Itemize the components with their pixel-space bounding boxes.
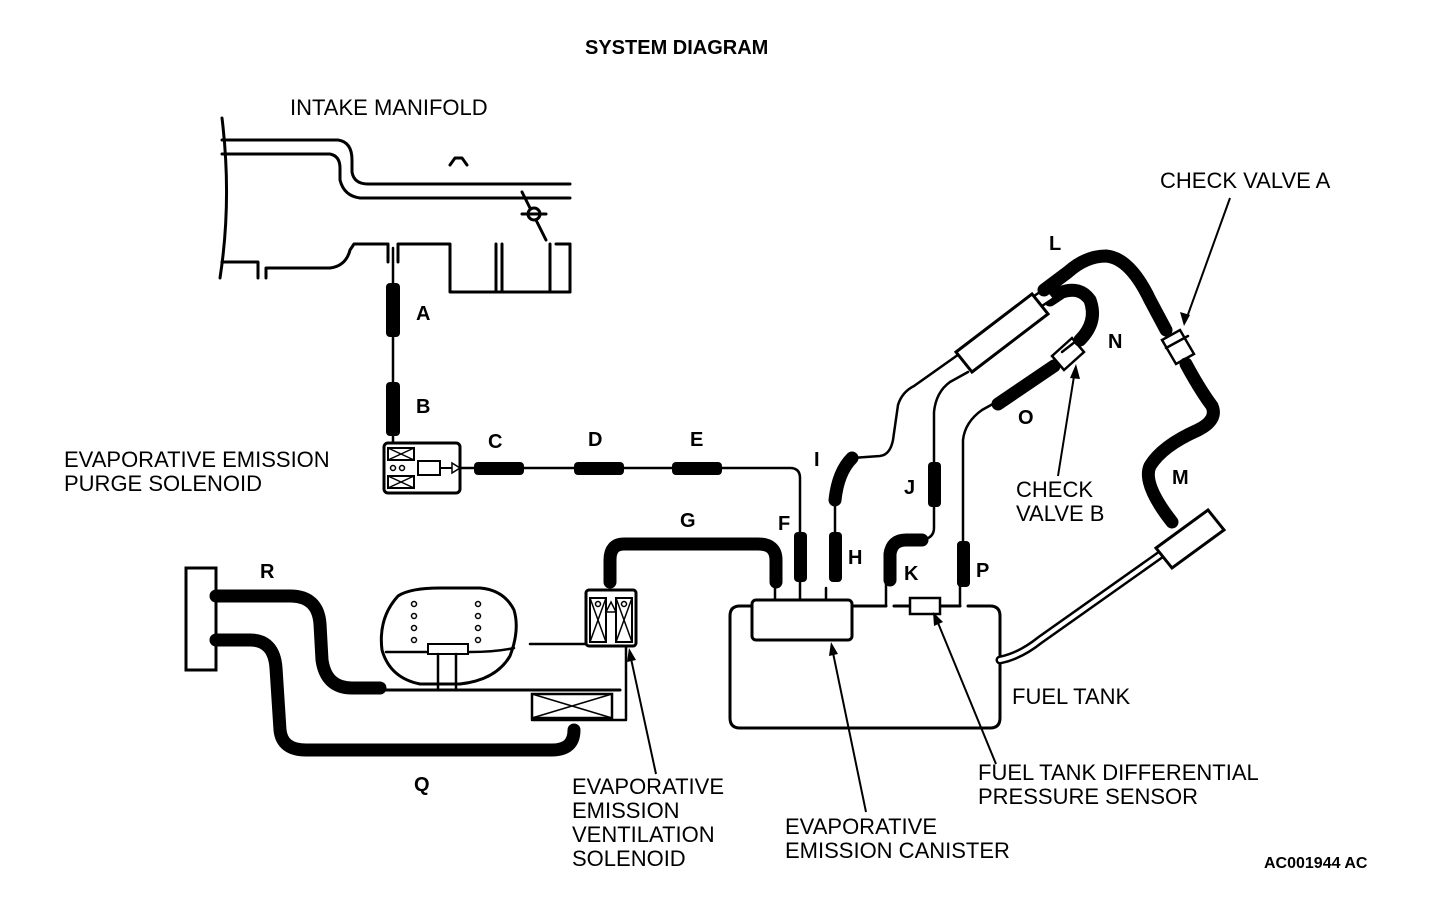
- hose-label-b: B: [416, 396, 430, 418]
- hose-label-j: J: [904, 477, 915, 499]
- hose-label-g: G: [680, 510, 696, 532]
- hose-label-e: E: [690, 429, 703, 451]
- hose-label-n: N: [1108, 331, 1122, 353]
- hose-c: [474, 462, 524, 475]
- hose-q: [209, 633, 581, 757]
- hose-label-i: I: [814, 449, 820, 471]
- hose-a: [386, 283, 400, 337]
- hose-n: [1043, 283, 1099, 347]
- hose-label-m: M: [1172, 467, 1189, 489]
- air-filter-housing: [379, 586, 518, 692]
- hose-label-p: P: [976, 560, 989, 582]
- check-valve-b-label-2: VALVE B: [1016, 501, 1104, 526]
- pressure-sensor-label-2: PRESSURE SENSOR: [978, 784, 1198, 809]
- filter-box: [378, 688, 622, 720]
- diagram-title: SYSTEM DIAGRAM: [585, 37, 768, 59]
- hose-label-c: C: [488, 431, 502, 453]
- hose-l: [1037, 249, 1173, 337]
- hose-m: [1141, 357, 1220, 529]
- hose-e: [672, 462, 722, 475]
- air-inlet-block: [184, 566, 218, 672]
- figure-code: AC001944 AC: [1264, 855, 1368, 872]
- evaporative-emission-canister: [750, 580, 854, 642]
- hose-k: [883, 533, 929, 587]
- fuel-tank-label: FUEL TANK: [1012, 684, 1131, 709]
- check-valve-a-label: CHECK VALVE A: [1160, 168, 1331, 193]
- purge-solenoid-label-1: EVAPORATIVE EMISSION: [64, 447, 330, 472]
- hose-o: [991, 359, 1061, 411]
- filler-neck-fitting: [1153, 507, 1227, 571]
- hose-i: [828, 451, 859, 507]
- vent-separator: [953, 286, 1056, 375]
- hose-f: [794, 532, 807, 582]
- intake-manifold-label: INTAKE MANIFOLD: [290, 95, 488, 120]
- hose-h: [829, 532, 842, 582]
- ventilation-solenoid-label-4: SOLENOID: [572, 846, 686, 871]
- hose-g: [603, 537, 783, 589]
- ventilation-solenoid-label-1: EVAPORATIVE: [572, 774, 724, 799]
- purge-solenoid: [382, 441, 462, 495]
- hose-label-h: H: [848, 547, 862, 569]
- hose-b: [386, 382, 400, 436]
- ventilation-solenoid-label-2: EMISSION: [572, 798, 680, 823]
- hose-label-a: A: [416, 303, 430, 325]
- ventilation-solenoid: [584, 588, 638, 648]
- hose-r: [209, 589, 387, 695]
- purge-solenoid-label-2: PURGE SOLENOID: [64, 471, 262, 496]
- hose-label-q: Q: [414, 774, 430, 796]
- hose-label-k: K: [904, 563, 919, 585]
- hose-label-r: R: [260, 561, 275, 583]
- hose-p: [957, 541, 970, 587]
- canister-label-1: EVAPORATIVE: [785, 814, 937, 839]
- pressure-sensor-label-1: FUEL TANK DIFFERENTIAL: [978, 760, 1259, 785]
- intake-manifold: [218, 116, 572, 294]
- hose-j: [928, 462, 941, 507]
- hose-label-d: D: [588, 429, 602, 451]
- hose-label-f: F: [778, 513, 790, 535]
- hose-label-o: O: [1018, 407, 1034, 429]
- check-valve-b-label-1: CHECK: [1016, 477, 1093, 502]
- hose-d: [574, 462, 624, 475]
- hose-label-l: L: [1049, 233, 1061, 255]
- leader-arrows: [627, 197, 1231, 813]
- ventilation-solenoid-label-3: VENTILATION: [572, 822, 715, 847]
- check-valve-a: [1160, 328, 1196, 366]
- canister-label-2: EMISSION CANISTER: [785, 838, 1010, 863]
